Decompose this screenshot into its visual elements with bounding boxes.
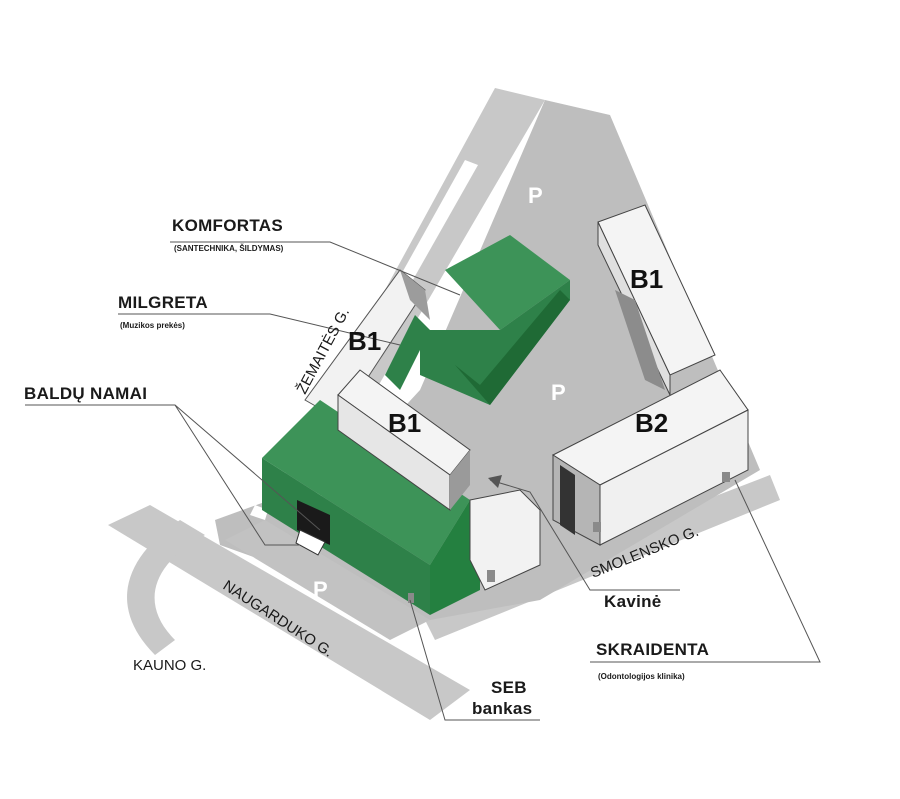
komfortas-side <box>455 290 570 405</box>
baldu-namai-entrance-step <box>295 529 326 556</box>
skraidenta-sublabel: (Odontologijos klinika) <box>598 672 685 681</box>
milgreta-leader <box>118 313 401 346</box>
baldu-namai-front <box>262 458 430 615</box>
baldu-namai-roof <box>262 400 470 565</box>
b1-east-side <box>615 290 665 390</box>
seb-label-line1: SEB <box>491 678 527 697</box>
kauno-street <box>127 520 205 655</box>
parking-mark-north: P <box>528 183 543 208</box>
milgreta-sublabel: (Muzikos prekės) <box>120 321 185 330</box>
milgreta-label: MILGRETA <box>118 293 208 312</box>
b1-west-green <box>385 315 430 390</box>
sidewalk <box>398 160 478 285</box>
b1-west-side <box>400 270 430 320</box>
komfortas-roof <box>445 235 570 330</box>
seb-label-line2: bankas <box>472 699 533 718</box>
kavine-leader <box>489 479 680 591</box>
kavine-label: Kavinė <box>604 592 662 611</box>
kavine-building <box>469 489 541 591</box>
b1-west-code: B1 <box>348 326 381 356</box>
kauno-street-label: KAUNO G. <box>133 657 206 674</box>
naugarduko-street <box>108 505 470 720</box>
b2-door <box>593 522 601 532</box>
b2-door-east <box>722 472 730 482</box>
seb-door <box>408 593 414 603</box>
b2-code: B2 <box>635 408 668 438</box>
b2-side-dark <box>560 465 575 535</box>
baldu-namai-side <box>430 500 480 615</box>
komfortas-leader <box>170 241 461 296</box>
parking-mark-west: P <box>270 405 285 430</box>
kavine-door <box>487 570 495 582</box>
komfortas-sublabel: (SANTECHNIKA, ŠILDYMAS) <box>174 244 284 253</box>
baldu-namai-label: BALDŲ NAMAI <box>24 384 148 403</box>
b1-center-code: B1 <box>388 408 421 438</box>
komfortas-front <box>420 280 570 405</box>
parking-strip <box>225 520 430 640</box>
skraidenta-label: SKRAIDENTA <box>596 640 710 659</box>
b1-east-code: B1 <box>630 264 663 294</box>
skraidenta-leader <box>590 479 821 663</box>
komfortas-label: KOMFORTAS <box>172 216 283 235</box>
kavine-arrow <box>488 475 502 488</box>
parking-mark-center: P <box>551 380 566 405</box>
parking-mark-south: P <box>313 577 328 602</box>
seb-leader <box>409 599 540 721</box>
baldu-namai-leader-2 <box>174 404 300 546</box>
b1-center-side <box>450 450 470 510</box>
